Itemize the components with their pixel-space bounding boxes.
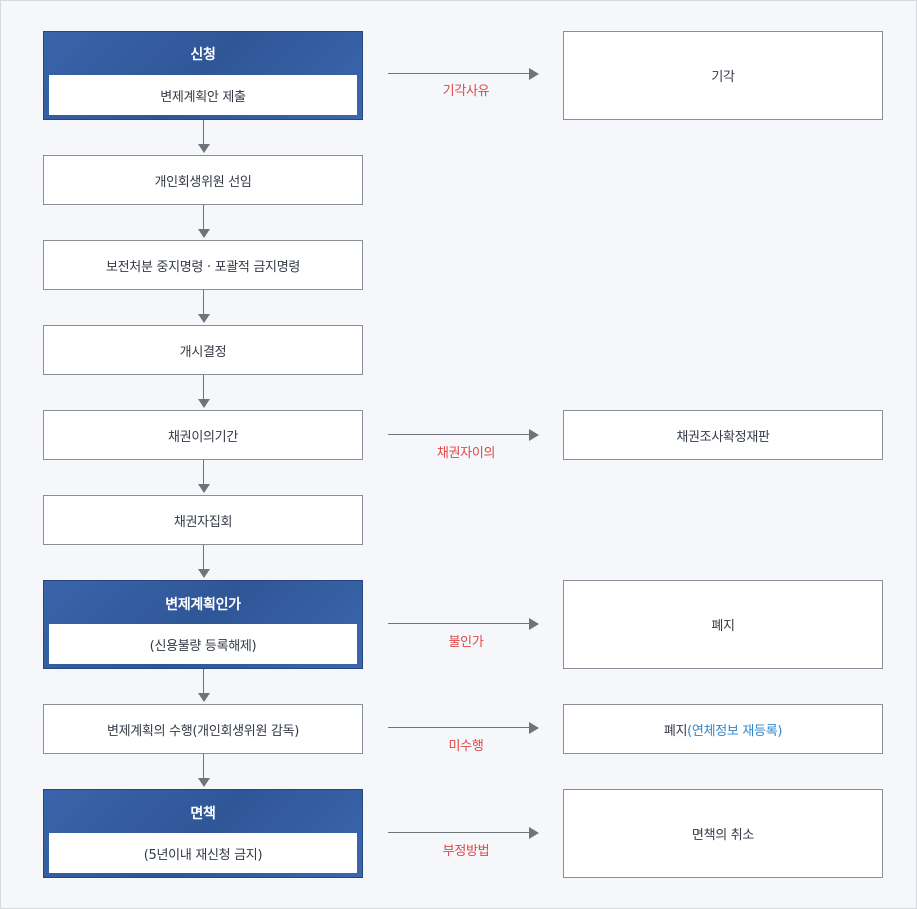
arrow-1-2-line <box>203 120 204 146</box>
step-objection-period: 채권이의기간 <box>43 410 363 460</box>
step-apply-sub: 변제계획안 제출 <box>49 75 357 115</box>
branch-objection-head <box>529 429 539 441</box>
step-plan-approval-title: 변제계획인가 <box>165 597 241 613</box>
arrow-5-6-line <box>203 460 204 486</box>
box-claim-trial: 채권조사확정재판 <box>563 410 883 460</box>
box-abolition-reregistration: 폐지(연체정보 재등록) <box>563 704 883 754</box>
edge-label-fraud: 부정방법 <box>442 844 490 859</box>
step-plan-approval: 변제계획인가 (신용불량 등록해제) <box>43 580 363 669</box>
branch-non-performance-head <box>529 722 539 734</box>
arrow-3-4-head <box>198 314 210 323</box>
step-preservation-order: 보전처분 중지명령 · 포괄적 금지명령 <box>43 240 363 290</box>
arrow-6-7-head <box>198 569 210 578</box>
step-plan-approval-sub: (신용불량 등록해제) <box>49 624 357 664</box>
branch-dismissal-head <box>529 68 539 80</box>
branch-objection-line <box>388 434 530 435</box>
branch-fraud-line <box>388 832 530 833</box>
branch-not-approved-line <box>388 623 530 624</box>
step-commencement-decision: 개시결정 <box>43 325 363 375</box>
edge-label-non-performance: 미수행 <box>448 739 484 754</box>
box-abolition: 폐지 <box>563 580 883 669</box>
step-apply: 신청 변제계획안 제출 <box>43 31 363 120</box>
arrow-2-3-head <box>198 229 210 238</box>
step-plan-performance: 변제계획의 수행(개인회생위원 감독) <box>43 704 363 754</box>
arrow-7-8-head <box>198 693 210 702</box>
branch-not-approved-head <box>529 618 539 630</box>
arrow-4-5-head <box>198 399 210 408</box>
abolition2-prefix: 폐지 <box>663 723 688 739</box>
branch-fraud-head <box>529 827 539 839</box>
arrow-5-6-head <box>198 484 210 493</box>
arrow-2-3-line <box>203 205 204 231</box>
box-dismissal: 기각 <box>563 31 883 120</box>
arrow-8-9-head <box>198 778 210 787</box>
arrow-1-2-head <box>198 144 210 153</box>
arrow-3-4-line <box>203 290 204 316</box>
step-creditor-meeting: 채권자집회 <box>43 495 363 545</box>
edge-label-not-approved: 불인가 <box>448 635 484 650</box>
abolition2-note: (연체정보 재등록) <box>687 723 783 739</box>
edge-label-creditor-objection: 채권자이의 <box>436 446 496 461</box>
branch-dismissal-line <box>388 73 530 74</box>
arrow-6-7-line <box>203 545 204 571</box>
step-discharge-sub: (5년이내 재신청 금지) <box>49 833 357 873</box>
arrow-7-8-line <box>203 669 204 695</box>
step-discharge: 면책 (5년이내 재신청 금지) <box>43 789 363 878</box>
step-apply-title: 신청 <box>190 47 216 63</box>
branch-non-performance-line <box>388 727 530 728</box>
edge-label-dismissal-reason: 기각사유 <box>442 84 490 99</box>
box-discharge-cancel: 면책의 취소 <box>563 789 883 878</box>
step-discharge-title: 면책 <box>190 806 216 822</box>
arrow-8-9-line <box>203 754 204 780</box>
step-appoint-commissioner: 개인회생위원 선임 <box>43 155 363 205</box>
arrow-4-5-line <box>203 375 204 401</box>
